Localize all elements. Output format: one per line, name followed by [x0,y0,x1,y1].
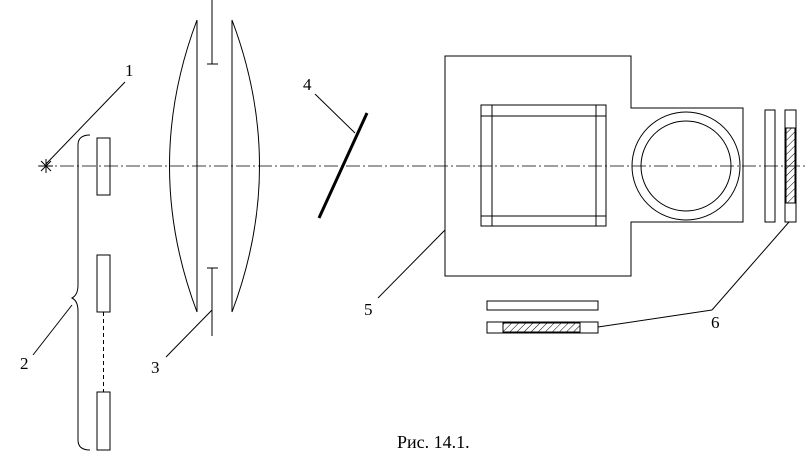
label-5: 5 [364,300,373,319]
leader-line-5 [377,229,446,299]
leader-line-4 [314,93,356,134]
label-1: 1 [125,61,134,80]
horizontal-plate-clear [486,300,599,311]
receiver-plates [486,109,797,334]
light-source-star [39,159,53,173]
label-6: 6 [711,313,720,332]
horizontal-plate-hatched [502,322,581,333]
vertical-plate-hatched [785,127,796,204]
label-4: 4 [303,75,312,94]
filter-1 [96,137,111,196]
leader-line-1 [45,81,126,165]
horizontal-plate-frame [486,321,599,334]
tilted-mirror [317,112,369,219]
filter-set [70,134,111,451]
leader-line-2 [32,304,73,356]
filter-2 [96,254,111,313]
figure-caption: Рис. 14.1. [397,432,470,452]
cuvette-outer [480,104,607,227]
cuvette-housing [444,55,744,277]
round-cuvette-outer [631,111,741,221]
leader-line-3 [165,309,213,358]
leader-line-6b [711,221,790,311]
condenser-lens-left [169,19,198,313]
housing-outline [444,55,744,277]
condenser-lenses [169,0,260,336]
filter-brace [70,134,91,451]
condenser-lens-right [231,19,260,313]
round-cuvette-inner [640,120,732,212]
vertical-plate-clear [764,109,776,223]
label-3: 3 [151,358,160,377]
vertical-plate-frame [784,109,797,223]
leader-line-6a [597,309,713,328]
label-2: 2 [20,354,29,373]
filter-3 [96,391,111,451]
